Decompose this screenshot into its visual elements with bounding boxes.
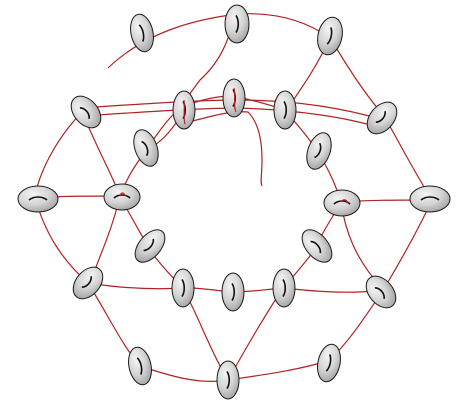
bead-9 — [133, 129, 159, 167]
thread-layer — [34, 13, 433, 383]
thread-overlay-2 — [340, 199, 349, 204]
bead-hole — [28, 196, 48, 201]
thread-overlay-3 — [183, 99, 186, 125]
bead-hole — [325, 354, 332, 372]
bead-hole — [226, 371, 231, 389]
bead-21 — [365, 275, 397, 309]
bead-23 — [216, 360, 240, 400]
bead-24 — [317, 343, 341, 383]
bead-hole — [181, 279, 186, 297]
thread-4 — [119, 95, 342, 293]
thread-2 — [34, 37, 433, 383]
bead-14 — [409, 185, 451, 213]
bead-2 — [224, 4, 250, 44]
bead-7 — [273, 90, 297, 130]
bead-13 — [323, 189, 361, 217]
bead-hole — [143, 238, 155, 252]
bead-hole — [79, 106, 90, 119]
bead-hole — [136, 357, 143, 375]
bead-22 — [128, 346, 152, 386]
thread-8 — [87, 282, 229, 381]
bead-hole — [141, 140, 149, 157]
thread-7 — [178, 13, 263, 187]
bead-hole — [235, 15, 240, 33]
thread-overlay-1 — [119, 192, 126, 197]
bead-layer — [17, 4, 451, 400]
bead-3 — [317, 16, 343, 56]
bead-hole — [326, 27, 333, 45]
bead-hole — [283, 101, 288, 119]
bead-hole — [81, 276, 92, 289]
bead-6 — [222, 78, 246, 118]
bead-hole — [310, 240, 322, 254]
bead-hole — [420, 196, 440, 201]
thread-overlay-4 — [233, 87, 237, 113]
bead-19 — [221, 272, 245, 312]
bead-12 — [103, 183, 141, 211]
bead-8 — [366, 101, 398, 135]
bead-hole — [231, 283, 236, 301]
bead-20 — [272, 268, 296, 308]
bead-10 — [306, 132, 332, 170]
bead-hole — [282, 279, 287, 297]
bead-hole — [113, 194, 131, 199]
bead-17 — [72, 266, 104, 300]
bead-4 — [70, 95, 102, 129]
bead-11 — [17, 185, 59, 213]
bead-16 — [301, 229, 333, 263]
bead-1 — [130, 13, 154, 53]
bead-15 — [134, 229, 166, 263]
bead-hole — [374, 286, 385, 299]
bead-18 — [171, 268, 195, 308]
bead-hole — [314, 142, 322, 159]
bead-hole — [375, 111, 386, 124]
